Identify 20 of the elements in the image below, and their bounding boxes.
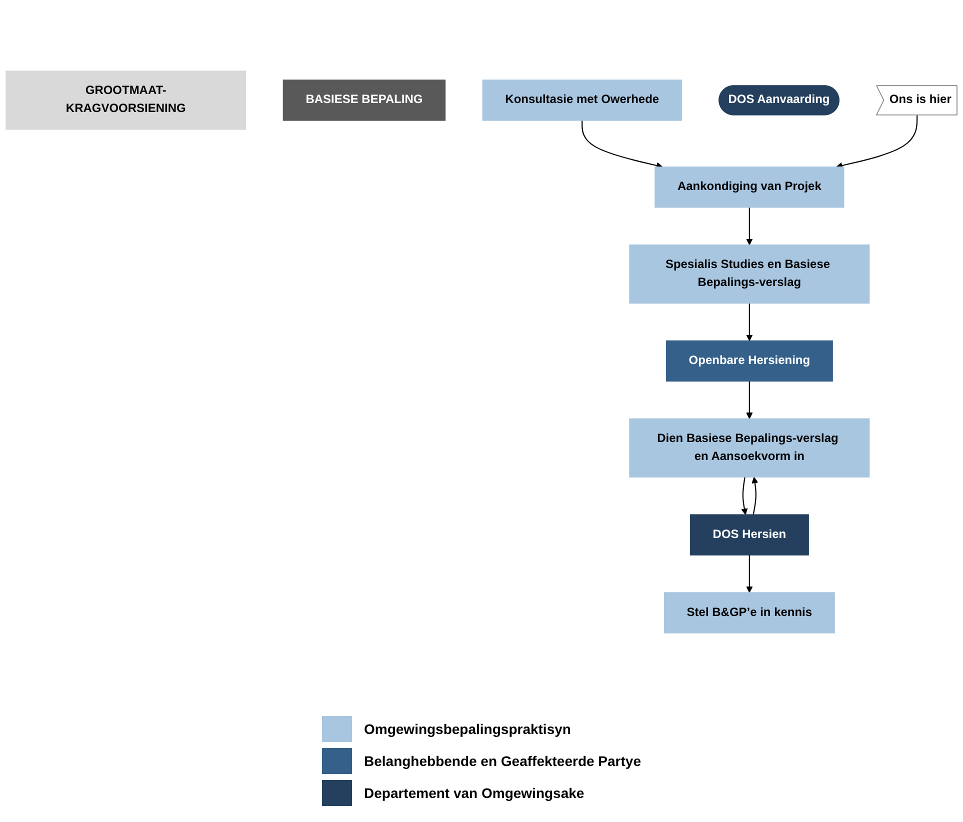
arrow — [741, 477, 748, 515]
node-box: Konsultasie met Owerhede — [482, 80, 682, 121]
node-box: Openbare Hersiening — [666, 340, 833, 382]
arrow — [746, 381, 753, 419]
arrow — [752, 476, 758, 515]
arrow — [746, 207, 753, 246]
node-box: Dien Basiese Bepalings-verslag en Aansoekvorm in — [629, 418, 870, 478]
arrow — [746, 303, 753, 342]
node-box: DOS Hersien — [690, 514, 809, 556]
node-box: Spesialis Studies en Basiese Bepalings-verslag — [629, 244, 870, 304]
node-box: Aankondiging van Projek — [654, 166, 844, 208]
node-box: Stel B&GP’e in kennis — [664, 592, 835, 634]
arrow — [582, 120, 663, 169]
legend-label: Omgewingsbepalingspraktisyn — [364, 721, 571, 737]
legend-label: Belanghebbende en Geaffekteerde Partye — [364, 753, 641, 769]
node-box: GROOTMAAT-KRAGVOORSIENING — [6, 70, 246, 130]
arrow — [746, 555, 753, 593]
legend-label: Departement van Omgewingsake — [364, 785, 584, 801]
arrow — [836, 115, 918, 169]
node-box: BASIESE BEPALING — [282, 80, 446, 121]
